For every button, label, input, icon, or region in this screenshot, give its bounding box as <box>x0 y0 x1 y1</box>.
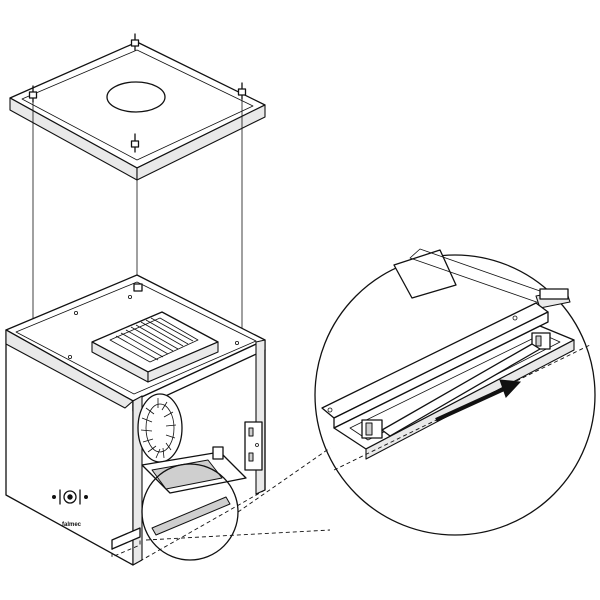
mounting-studs <box>28 33 247 153</box>
top-bracket <box>133 283 143 292</box>
alignment-guide-lines <box>32 99 243 340</box>
bottom-rail <box>111 496 231 558</box>
stud-front <box>130 133 140 153</box>
blower-fan <box>137 393 183 463</box>
top-mounting-plate <box>9 41 266 181</box>
slide-clip-left <box>361 419 383 439</box>
hood-body: falmec <box>5 274 266 566</box>
stud-left <box>28 85 38 103</box>
stud-right <box>237 82 247 100</box>
hinge-plate <box>244 421 263 471</box>
stud-top <box>130 33 140 51</box>
control-panel: falmec <box>52 489 88 528</box>
detail-source-circle <box>141 463 239 561</box>
detail-callout <box>141 248 596 561</box>
duct-opening-hole <box>106 81 166 113</box>
brand-label: falmec <box>62 522 82 528</box>
fan-plate <box>91 311 219 383</box>
rail-slot-highlight <box>151 496 231 536</box>
slide-clip-right <box>531 332 551 350</box>
filter-tray <box>141 446 247 494</box>
fan-grille-icon <box>115 317 194 361</box>
detail-magnified-circle <box>314 254 596 536</box>
magnified-rail <box>321 248 575 460</box>
